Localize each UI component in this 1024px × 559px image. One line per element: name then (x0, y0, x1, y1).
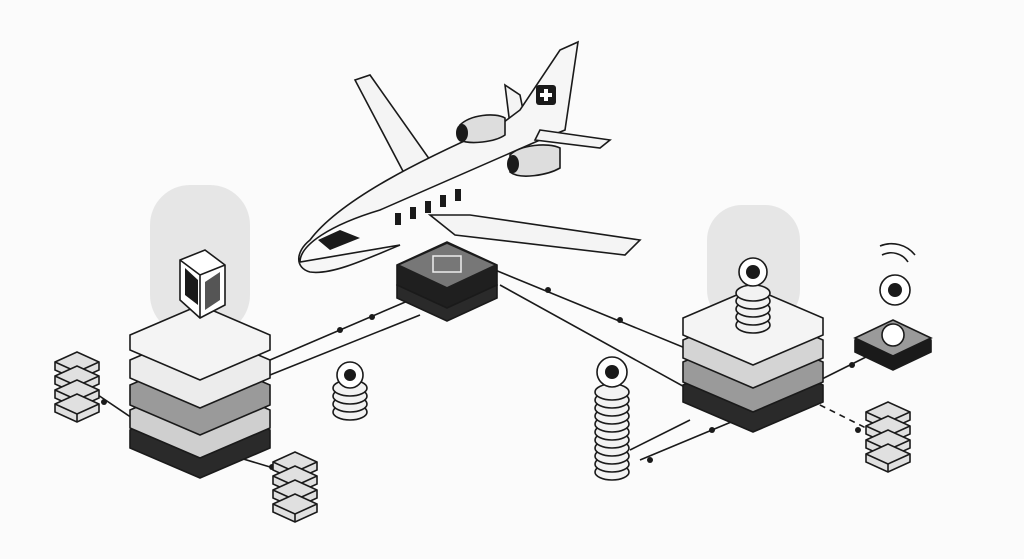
airplane-icon (297, 40, 642, 274)
blockchain-cube-icon (179, 249, 226, 319)
network-connection-icon (97, 269, 881, 471)
wireless-payment-device (853, 242, 933, 371)
medical-cross-icon (536, 85, 556, 105)
server-rack-icon (272, 451, 318, 523)
crypto-coin-icon (881, 323, 905, 347)
coin-stack-icon (332, 361, 368, 421)
server-rack-icon (865, 401, 911, 473)
blockchain-node-platform (129, 185, 271, 479)
crypto-node-platform (682, 205, 824, 433)
coin-stack-icon (735, 257, 771, 334)
processor-chip-icon (396, 241, 498, 322)
wireless-signal-icon (879, 242, 916, 263)
coin-stack-icon (594, 356, 630, 481)
server-rack-icon (54, 351, 100, 423)
